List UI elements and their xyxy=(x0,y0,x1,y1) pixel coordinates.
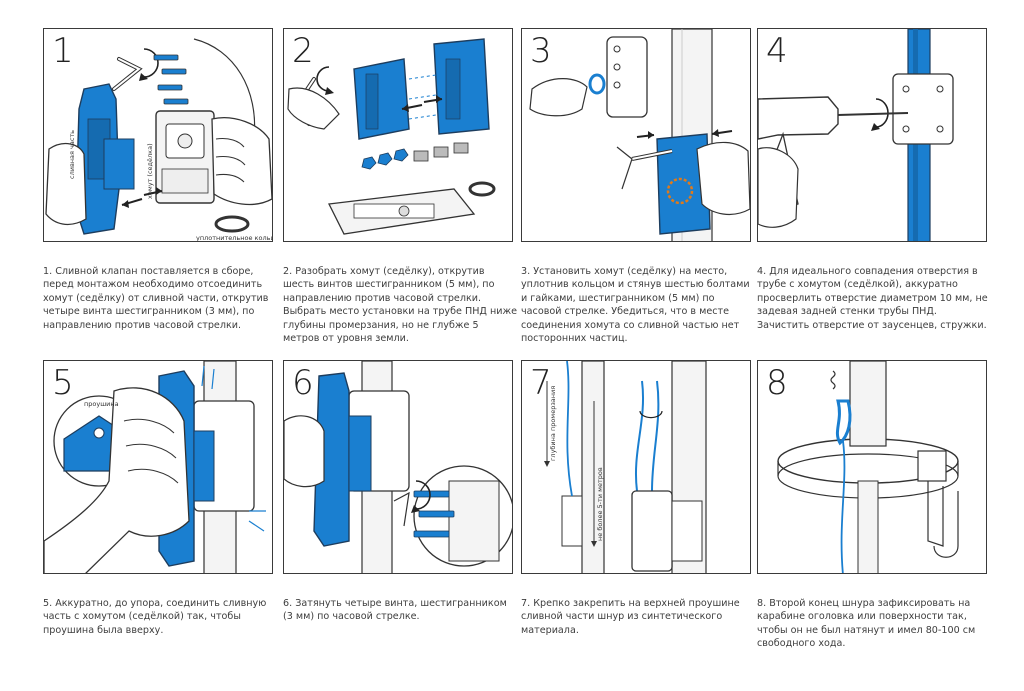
step-7-number: 7 xyxy=(530,363,552,403)
step-5-illustration xyxy=(44,361,266,573)
max-depth-label: не более 5-ти метров xyxy=(596,467,604,541)
step-7-illustration xyxy=(544,361,707,573)
step-7-caption: 7. Крепко закрепить на верхней проушине … xyxy=(521,598,740,636)
step-1-illustration xyxy=(45,38,272,235)
step-2-illustration xyxy=(287,38,496,235)
drain-part-label: сливная часть xyxy=(68,130,76,179)
step-2-number: 2 xyxy=(292,31,314,71)
step-6-panel: 6 xyxy=(283,360,513,574)
step-6-number: 6 xyxy=(292,363,314,403)
step-5-number: 5 xyxy=(52,363,74,403)
clamp-label: хомут (седёлка) xyxy=(146,143,154,199)
step-1-caption: 1. Сливной клапан поставляется в сборе, … xyxy=(43,266,269,331)
depth-label: глубина промерзания xyxy=(549,386,557,461)
step-2-caption: 2. Разобрать хомут (седёлку), открутив ш… xyxy=(283,266,518,345)
step-2-panel: 2 xyxy=(283,28,513,242)
step-4-panel: 4 xyxy=(757,28,987,242)
step-8-illustration xyxy=(777,361,959,573)
step-1-number: 1 xyxy=(52,31,74,71)
step-5-panel: 5 проушина xyxy=(43,360,273,574)
step-8-caption: 8. Второй конец шнура зафиксировать на к… xyxy=(757,598,976,650)
step-5-labels: проушина xyxy=(84,400,119,408)
step-8-number: 8 xyxy=(766,363,788,403)
step-4-illustration xyxy=(758,29,954,241)
step-8-panel: 8 xyxy=(757,360,987,574)
step-6-illustration xyxy=(284,361,512,573)
step-5-caption: 5. Аккуратно, до упора, соединить сливну… xyxy=(43,598,267,636)
step-7-panel: 7 глубина промерзания не более 5-ти метр… xyxy=(521,360,751,574)
step-3-caption: 3. Установить хомут (седёлку) на место, … xyxy=(521,266,750,345)
step-6-caption: 6. Затянуть четыре винта, шестигранником… xyxy=(283,598,507,623)
lug-label: проушина xyxy=(84,400,119,408)
step-4-number: 4 xyxy=(766,31,788,71)
ring-label: уплотнительное кольцо xyxy=(196,234,273,242)
step-4-caption: 4. Для идеального совпадения отверстия в… xyxy=(757,266,988,331)
step-1-panel: 1 xyxy=(43,28,273,242)
step-3-illustration xyxy=(529,29,750,241)
step-3-panel: 3 xyxy=(521,28,751,242)
step-1-labels: сливная часть хомут (седёлка) уплотнител… xyxy=(68,130,273,242)
step-3-number: 3 xyxy=(530,31,552,71)
step-7-labels: глубина промерзания не более 5-ти метров xyxy=(549,386,604,541)
